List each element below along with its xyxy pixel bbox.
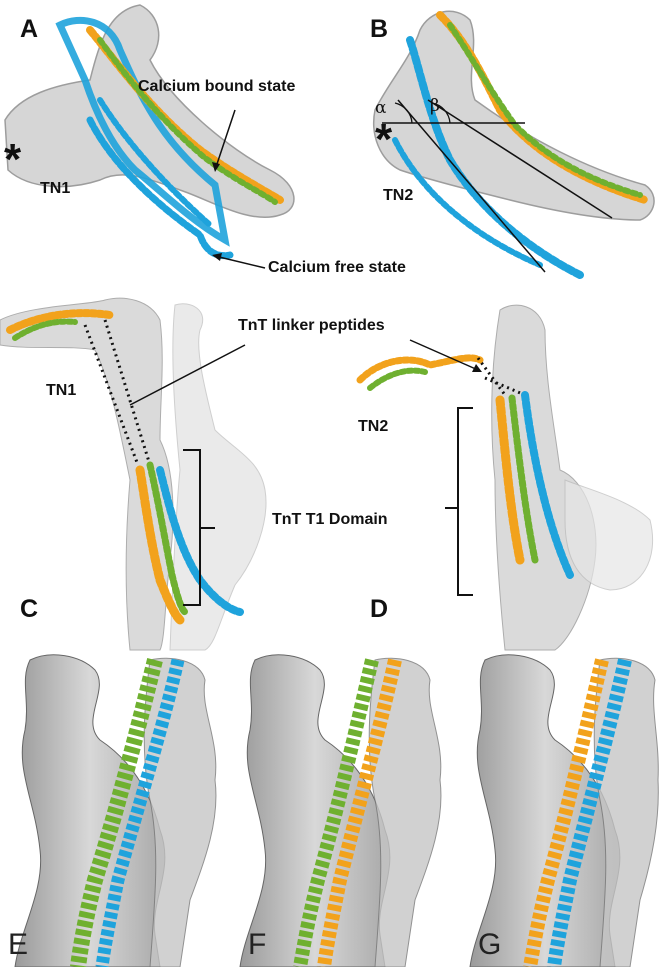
- panel-label-d: D: [370, 595, 389, 623]
- asterisk-marker-a: *: [4, 135, 22, 184]
- panel-a-illustration: [4, 4, 295, 269]
- calcium-free-label: Calcium free state: [268, 259, 406, 276]
- panel-label-e: E: [8, 928, 29, 961]
- panel-b-illustration: [373, 10, 655, 279]
- tn2-label-d: TN2: [358, 418, 389, 435]
- tn1-label-a: TN1: [40, 180, 71, 197]
- panel-f-illustration: [239, 654, 442, 969]
- panel-d-illustration: [356, 304, 654, 651]
- tnt-t1-domain-label: TnT T1 Domain: [272, 511, 388, 528]
- panel-label-c: C: [20, 595, 39, 623]
- alpha-angle-label: α: [375, 98, 387, 118]
- panel-e-illustration: [14, 654, 217, 968]
- asterisk-marker-b: *: [375, 115, 393, 164]
- tn1-label-c: TN1: [46, 382, 77, 399]
- panel-g-illustration: [469, 654, 659, 969]
- panel-label-f: F: [248, 928, 267, 961]
- tnt-linker-label: TnT linker peptides: [238, 317, 385, 334]
- panel-c-illustration: [0, 297, 267, 651]
- calcium-bound-label: Calcium bound state: [138, 78, 296, 95]
- tn2-label-b: TN2: [383, 187, 414, 204]
- panel-label-a: A: [20, 15, 39, 43]
- panel-label-g: G: [478, 928, 502, 961]
- beta-angle-label: β: [430, 96, 440, 116]
- panel-label-b: B: [370, 15, 389, 43]
